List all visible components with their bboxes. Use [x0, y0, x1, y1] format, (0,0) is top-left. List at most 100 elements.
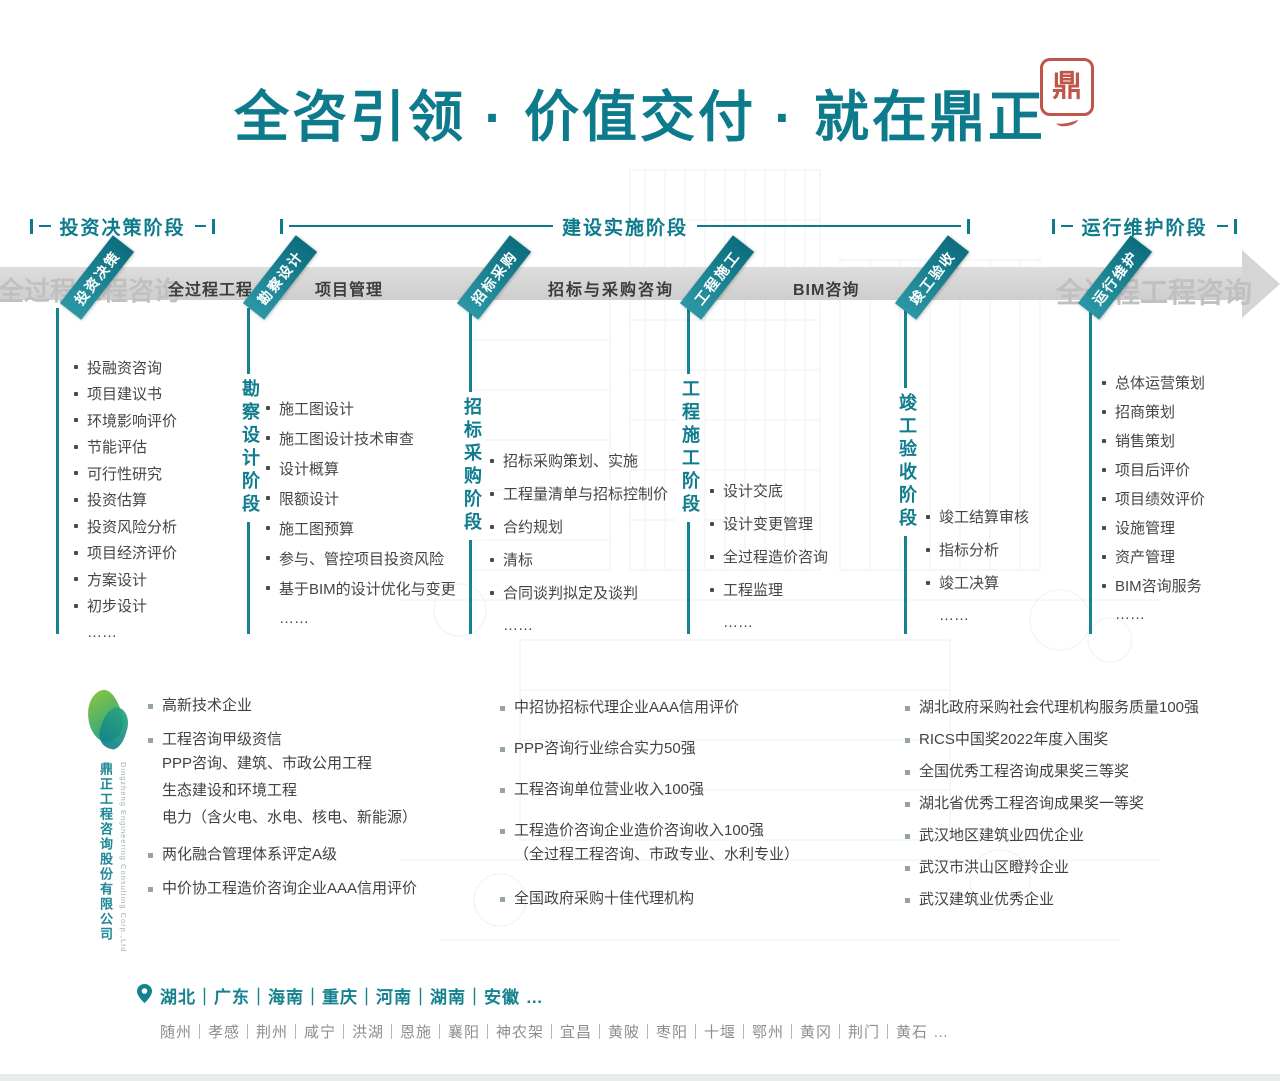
square-bullet-icon: [905, 770, 910, 775]
stage-item-text: 施工图设计: [279, 400, 355, 418]
achievement-item: RICS中国奖2022年度入围奖: [905, 730, 1199, 750]
stage-list-item: 投资估算: [74, 487, 177, 514]
achievement-sub-line: PPP咨询、建筑、市政公用工程: [162, 755, 373, 772]
bullet-dot-icon: [1102, 554, 1106, 559]
stage-list-item: 招标采购策划、实施: [490, 444, 668, 477]
achievements-column-rankings: 中招协招标代理企业AAA信用评价 PPP咨询行业综合实力50强 工程咨询单位营业…: [500, 698, 799, 930]
stage-list-construction: 设计交底 设计变更管理 全过程造价咨询 工程监理 ……: [710, 474, 828, 639]
bullet-dot-icon: [1102, 380, 1106, 385]
footer-provinces-line: 湖北｜广东｜海南｜重庆｜河南｜湖南｜安徽 …: [160, 988, 544, 1007]
stage-vertical-label-completion-acceptance: 竣工验收阶段: [893, 388, 921, 536]
achievement-item: 湖北政府采购社会代理机构服务质量100强: [905, 698, 1199, 718]
stage-list-item: ……: [266, 603, 456, 633]
stage-item-text: 竣工决算: [939, 575, 1000, 592]
bracket-line: [289, 225, 553, 227]
arrow-label-bid-procurement-consulting: 招标与采购咨询: [548, 282, 675, 299]
stage-item-text: 指标分析: [939, 542, 1000, 559]
stage-list-item: 合约规划: [490, 510, 668, 543]
stage-list-item: 参与、管控项目投资风险: [266, 543, 456, 573]
square-bullet-icon: [148, 853, 153, 858]
stage-list-item: 设计概算: [266, 453, 456, 483]
bullet-dot-icon: [1102, 525, 1106, 530]
bullet-dot-icon: [266, 526, 270, 530]
phase-label: 投资决策阶段: [59, 217, 186, 239]
bullet-dot-icon: [926, 514, 930, 519]
achievements-column-awards: 湖北政府采购社会代理机构服务质量100强 RICS中国奖2022年度入围奖 全国…: [905, 698, 1199, 922]
achievement-text-wrap: 两化融合管理体系评定A级: [162, 845, 337, 865]
achievement-text: 武汉建筑业优秀企业: [919, 891, 1055, 908]
phase-header-operation-maintenance: 运行维护阶段: [1052, 214, 1238, 239]
stage-list-item: 资产管理: [1102, 542, 1205, 571]
square-bullet-icon: [500, 829, 505, 834]
stage-vertical-label-bidding-procurement: 招标采购阶段: [458, 392, 486, 540]
arrow-label-bim-consulting: BIM咨询: [793, 282, 860, 299]
stage-item-text: 限额设计: [279, 490, 340, 508]
achievement-text: 中价协工程造价咨询企业AAA信用评价: [162, 880, 418, 897]
achievement-text-wrap: 工程咨询甲级资信 PPP咨询、建筑、市政公用工程生态建设和环境工程电力（含火电、…: [162, 730, 417, 831]
achievement-text: 全国优秀工程咨询成果奖三等奖: [919, 763, 1130, 780]
footer-cities-line: 随州｜孝感｜荆州｜咸宁｜洪湖｜恩施｜襄阳｜神农架｜宜昌｜黄陂｜枣阳｜十堰｜鄂州｜…: [160, 1024, 950, 1041]
bullet-dot-icon: [490, 557, 494, 562]
phase-header-construction-implementation: 建设实施阶段: [280, 214, 971, 239]
achievement-item: 武汉建筑业优秀企业: [905, 890, 1199, 910]
stage-item-text: 环境影响评价: [87, 412, 178, 430]
stage-item-text: 合约规划: [503, 519, 564, 536]
stage-item-text: 竣工结算审核: [939, 509, 1030, 526]
bullet-dot-icon: [74, 418, 78, 423]
bullet-dot-icon: [490, 590, 494, 595]
stage-item-text: 施工图预算: [279, 520, 355, 538]
stage-item-text: 设计交底: [723, 483, 784, 500]
bullet-dot-icon: [74, 471, 78, 476]
stage-list-item: 竣工决算: [926, 566, 1029, 599]
achievement-text: 武汉地区建筑业四优企业: [919, 827, 1085, 844]
stage-item-text: 投资风险分析: [87, 518, 178, 536]
bullet-dot-icon: [266, 586, 270, 590]
timeline-arrow-band: [0, 267, 1242, 300]
bullet-dot-icon: [74, 497, 78, 502]
stage-item-text: 项目绩效评价: [1115, 491, 1206, 508]
achievement-item: 全国政府采购十佳代理机构: [500, 889, 799, 909]
location-pin-icon: [137, 984, 152, 1003]
stage-item-text: 项目经济评价: [87, 545, 178, 563]
stage-list-item: 全过程造价咨询: [710, 540, 828, 573]
phase-label: 建设实施阶段: [562, 217, 689, 239]
stage-list-item: 招商策划: [1102, 397, 1205, 426]
achievement-sub-line: 电力（含火电、水电、核电、新能源）: [162, 809, 418, 826]
bracket-line: [697, 225, 962, 227]
achievement-item: 高新技术企业: [148, 696, 417, 716]
company-name-english: Dingzheng Engineering Consulting Corp.,L…: [119, 762, 128, 953]
square-bullet-icon: [500, 747, 505, 752]
stage-item-text: 方案设计: [87, 571, 148, 589]
stage-item-text: 施工图设计技术审查: [279, 430, 415, 448]
achievement-text-wrap: 工程咨询单位营业收入100强: [514, 780, 704, 800]
bullet-dot-icon: [1102, 409, 1106, 414]
bullet-dot-icon: [74, 391, 78, 396]
bullet-dot-icon: [74, 524, 78, 529]
bullet-dot-icon: [74, 550, 78, 555]
stage-item-text: ……: [723, 614, 753, 631]
stage-divider-line: [56, 308, 59, 634]
company-name-chinese: 鼎正工程咨询股份有限公司: [98, 762, 113, 942]
achievement-sub-line: （全过程工程咨询、市政专业、水利专业）: [514, 846, 800, 863]
bullet-dot-icon: [1102, 583, 1106, 588]
achievement-text-wrap: 武汉市洪山区瞪羚企业: [919, 858, 1069, 878]
achievement-text: 工程咨询单位营业收入100强: [514, 781, 705, 798]
stage-list-item: 项目经济评价: [74, 540, 177, 567]
bullet-dot-icon: [266, 556, 270, 560]
achievement-text-wrap: 湖北省优秀工程咨询成果奖一等奖: [919, 794, 1144, 814]
stage-list-item: 施工图设计技术审查: [266, 423, 456, 453]
bracket-tick: [1052, 218, 1055, 234]
stage-item-text: ……: [503, 617, 533, 634]
stage-list-item: 总体运营策划: [1102, 368, 1205, 397]
bracket-line: [1216, 225, 1229, 227]
bullet-dot-icon: [926, 580, 930, 585]
stage-item-text: ……: [279, 609, 309, 627]
stage-list-item: 指标分析: [926, 533, 1029, 566]
stage-list-item: 项目绩效评价: [1102, 484, 1205, 513]
stage-item-text: 基于BIM的设计优化与变更: [279, 580, 456, 598]
bullet-dot-icon: [490, 491, 494, 496]
achievement-text: 中招协招标代理企业AAA信用评价: [514, 699, 740, 716]
square-bullet-icon: [905, 898, 910, 903]
stage-item-text: ……: [87, 623, 117, 641]
bullet-dot-icon: [926, 547, 930, 552]
